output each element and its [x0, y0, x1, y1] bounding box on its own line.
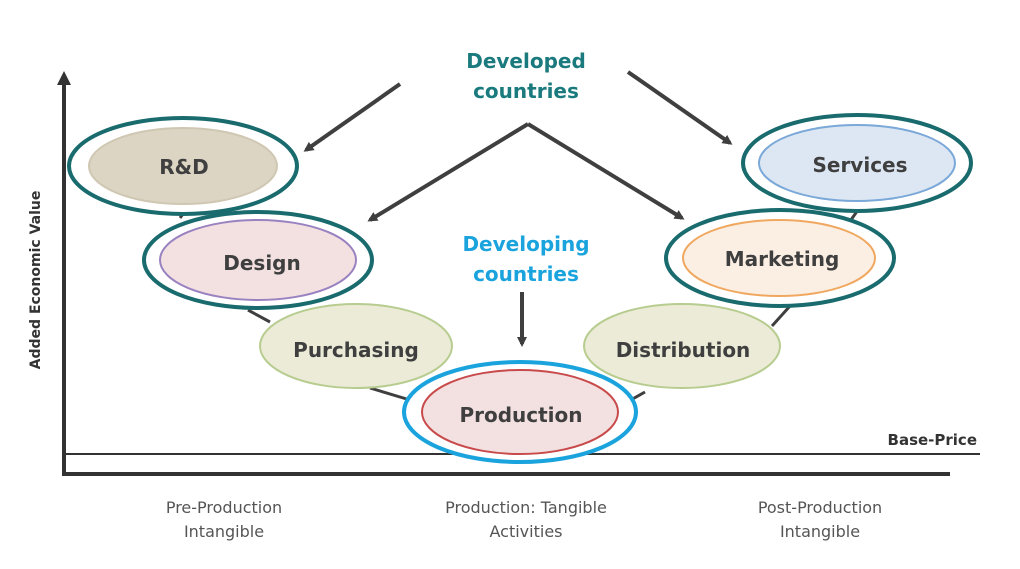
node-label-production: Production: [459, 403, 582, 427]
developing-countries-label-line1: Developing: [462, 232, 589, 256]
developing-countries-label-line2: countries: [473, 262, 579, 286]
base-price-label: Base-Price: [888, 431, 977, 449]
node-rd: R&D: [67, 116, 299, 216]
arrow-to-design: [367, 122, 530, 222]
node-production: Production: [402, 360, 638, 464]
node-label-rd: R&D: [159, 155, 208, 179]
node-design: Design: [142, 210, 374, 310]
phase-pre-production-line2: Intangible: [184, 522, 264, 541]
arrow-to-marketing: [526, 122, 685, 220]
phase-pre-production-line1: Pre-Production: [166, 498, 282, 517]
phase-production-line2: Activities: [490, 522, 563, 541]
phase-post-production-line2: Intangible: [780, 522, 860, 541]
node-marketing: Marketing: [664, 208, 896, 308]
phase-production-line1: Production: Tangible: [445, 498, 607, 517]
y-axis-label: Added Economic Value: [28, 191, 44, 370]
developed-countries-label-line2: countries: [473, 79, 579, 103]
developed-arrows: [303, 70, 733, 222]
arrow-to-rd: [303, 82, 402, 152]
node-distribution: Distribution: [583, 303, 781, 389]
phase-post-production-line1: Post-Production: [758, 498, 882, 517]
node-label-purchasing: Purchasing: [293, 338, 419, 362]
node-purchasing: Purchasing: [259, 303, 453, 389]
node-services: Services: [741, 113, 973, 213]
arrow-to-services: [626, 70, 733, 145]
node-label-marketing: Marketing: [725, 247, 840, 271]
developed-countries-label-line1: Developed: [466, 49, 586, 73]
node-label-design: Design: [223, 251, 300, 275]
node-label-distribution: Distribution: [616, 338, 751, 362]
node-label-services: Services: [812, 153, 907, 177]
